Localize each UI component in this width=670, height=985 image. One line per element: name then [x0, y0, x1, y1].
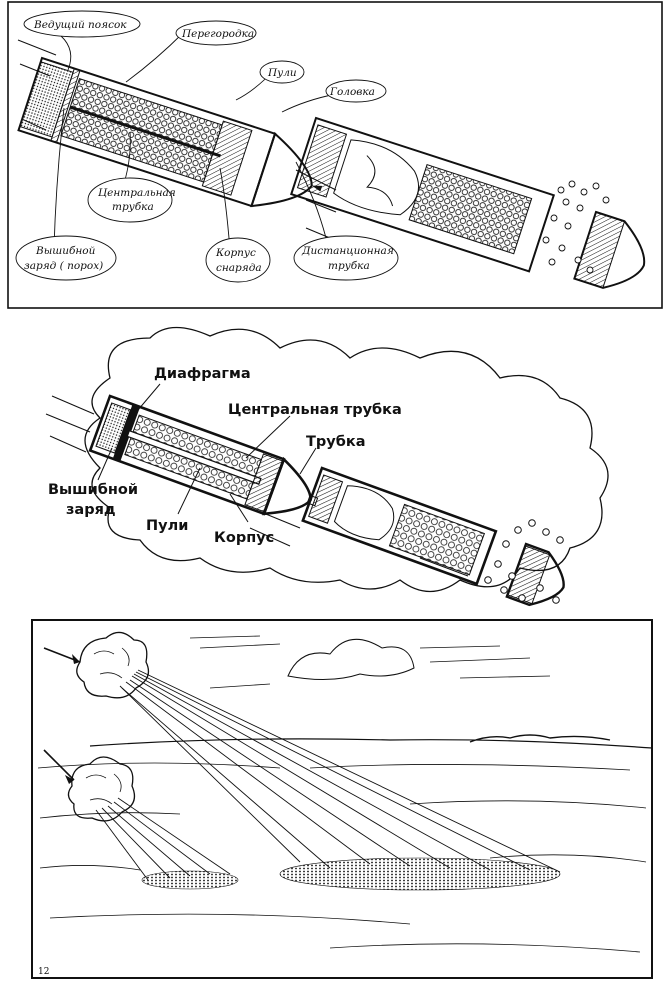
panel-frame [7, 1, 663, 309]
label-body: Корпус [214, 530, 274, 546]
label-tube: Трубка [306, 434, 365, 450]
label-driving-band: Ведущий поясок [33, 19, 127, 31]
shrapnel-rays-1 [119, 669, 561, 873]
label-shell-body-1: Корпус [215, 247, 256, 259]
scattered-bullets [484, 519, 564, 604]
label-head: Головка [329, 86, 375, 98]
leader-lines [97, 383, 317, 523]
panel-frame [31, 619, 653, 979]
shrapnel-cutaway-panel: Ведущий поясок Перегородка Пули Головка … [6, 0, 664, 312]
label-ejection-charge-1: Вышибной [35, 245, 96, 257]
airburst-landscape-panel: 12 [30, 618, 654, 980]
shell-bursting [301, 466, 498, 586]
label-bullets: Пули [267, 67, 297, 79]
burst-cloud-upper [43, 631, 150, 699]
horizon-line [89, 738, 653, 749]
shrapnel-cutaway-drawing: Ведущий поясок Перегородка Пули Головка … [7, 1, 663, 309]
sky-hatching [189, 635, 551, 689]
label-central-tube-2: трубка [112, 201, 154, 213]
label-shell-body-2: снаряда [216, 262, 262, 274]
label-ejection-charge-1: Вышибной [48, 482, 138, 498]
page-number: 12 [38, 967, 49, 977]
shrapnel-diagram-drawing: Диафрагма Центральная трубка Трубка Выши… [45, 326, 609, 607]
shell-intact [17, 56, 323, 208]
impact-area-large [279, 857, 561, 891]
shrapnel-diagram-panel: Диафрагма Центральная трубка Трубка Выши… [0, 318, 670, 614]
label-central-tube: Центральная трубка [228, 402, 402, 418]
label-bullets: Пули [146, 518, 188, 534]
cloud-outline [84, 326, 609, 593]
label-ejection-charge-2: заряд [66, 502, 116, 518]
detached-head [505, 542, 565, 607]
ground-strokes [37, 762, 647, 953]
label-diaphragm: Диафрагма [154, 366, 251, 382]
burst-cloud-lower [43, 749, 136, 822]
impact-area-small [141, 870, 239, 890]
label-time-fuse-2: трубка [328, 260, 370, 272]
label-partition: Перегородка [181, 28, 254, 40]
label-ejection-charge-2: заряд ( порох) [24, 260, 103, 272]
distant-treeline [469, 734, 611, 743]
sky-cloud [287, 638, 415, 681]
label-central-tube-1: Центральная [98, 187, 176, 199]
label-time-fuse-1: Дистанционная [301, 245, 394, 257]
detached-head [573, 210, 646, 289]
label-bubbles [15, 10, 399, 283]
shrapnel-rays-2 [95, 797, 231, 881]
shell-intact [88, 394, 319, 516]
scattered-bullets [542, 180, 610, 274]
shell-bursting [290, 116, 556, 273]
airburst-landscape-drawing: 12 [31, 619, 653, 979]
